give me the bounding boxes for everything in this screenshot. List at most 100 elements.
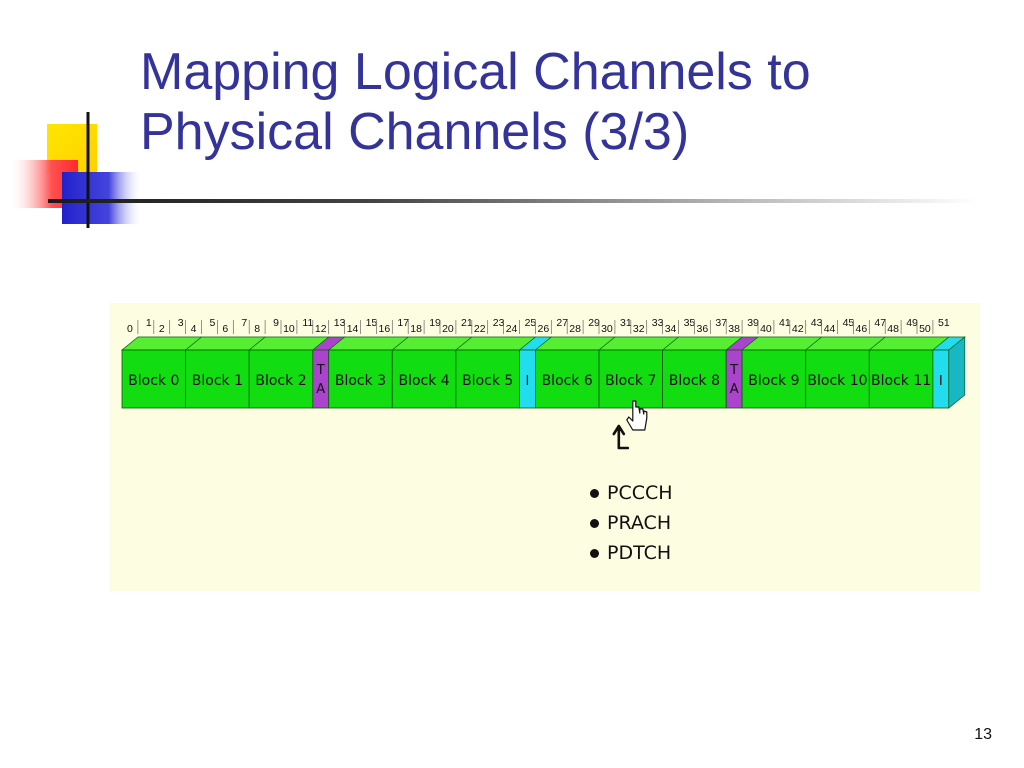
- frame-number: 24: [506, 323, 518, 335]
- frame-number: 31: [620, 317, 632, 329]
- frame-number: 1: [146, 317, 152, 329]
- block-label: Block 5: [462, 373, 513, 389]
- block-label: Block 4: [398, 373, 449, 389]
- block-label: Block 6: [542, 373, 593, 389]
- bullet-icon: [590, 548, 599, 558]
- timing-advance-frame: [312, 349, 330, 409]
- radio-block: [248, 349, 314, 409]
- frame-number: 51: [938, 317, 950, 329]
- frame-number: 43: [811, 317, 823, 329]
- bullet-icon: [590, 518, 599, 528]
- block-label: Block 8: [669, 373, 720, 389]
- frame-number: 47: [874, 317, 886, 329]
- frame-number: 33: [652, 317, 664, 329]
- ta-label: A: [730, 382, 739, 397]
- timing-advance-frame: [725, 349, 743, 409]
- corner-arrow-icon: [612, 424, 630, 450]
- frame-number: 41: [779, 317, 791, 329]
- frame-number: 37: [715, 317, 727, 329]
- frame-number: 22: [474, 323, 486, 335]
- frame-number: 13: [334, 317, 346, 329]
- frame-number: 26: [538, 323, 550, 335]
- block-label: Block 10: [807, 373, 867, 389]
- frame-number: 2: [159, 323, 165, 335]
- slide-title-line-2: Physical Channels (3/3): [140, 103, 690, 161]
- legend-label-prach: PRACH: [607, 512, 672, 534]
- frame-number: 34: [665, 323, 677, 335]
- frame-number: 19: [429, 317, 441, 329]
- hand-pointer-icon: [626, 400, 648, 431]
- frame-number: 30: [601, 323, 613, 335]
- frame-number: 27: [556, 317, 568, 329]
- frame-number: 35: [684, 317, 696, 329]
- radio-block: [868, 349, 934, 409]
- radio-block: [598, 349, 663, 409]
- block-label: Block 0: [128, 373, 179, 389]
- radio-block: [662, 349, 727, 409]
- frame-number: 5: [210, 317, 216, 329]
- bullet-icon: [590, 488, 599, 498]
- slide-number: 13: [974, 726, 992, 743]
- channel-legend: PCCCH PRACH PDTCH: [590, 478, 673, 568]
- slide-decoration: [12, 112, 140, 228]
- frame-number: 49: [906, 317, 918, 329]
- legend-item: PDTCH: [590, 538, 673, 568]
- frame-number: 9: [273, 317, 279, 329]
- block-label: Block 11: [871, 373, 931, 389]
- frame-number: 39: [747, 317, 759, 329]
- radio-block: [185, 349, 250, 409]
- frame-number: 50: [919, 323, 931, 335]
- block-label: Block 9: [748, 373, 799, 389]
- radio-block: [534, 349, 600, 409]
- frame-number: 38: [728, 323, 740, 335]
- frame-number: 7: [241, 317, 247, 329]
- idle-label: I: [526, 374, 530, 389]
- frame-number: 10: [283, 323, 295, 335]
- frame-number: 18: [410, 323, 422, 335]
- legend-label-pdtch: PDTCH: [607, 542, 672, 564]
- ta-label: T: [729, 363, 738, 378]
- block-label: Block 2: [255, 373, 306, 389]
- frame-number: 3: [178, 317, 184, 329]
- radio-block: [328, 349, 393, 409]
- deco-blue-square: [62, 172, 140, 224]
- legend-item: PRACH: [590, 508, 673, 538]
- block-label: Block 1: [192, 373, 243, 389]
- frame-number: 32: [633, 323, 645, 335]
- radio-block: [121, 349, 186, 409]
- frame-number: 15: [366, 317, 378, 329]
- legend-label-pccch: PCCCH: [607, 482, 673, 504]
- frame-number: 16: [379, 323, 391, 335]
- frame-number: 45: [843, 317, 855, 329]
- frame-number: 36: [697, 323, 709, 335]
- frame-number: 0: [127, 323, 133, 335]
- radio-block: [741, 349, 807, 409]
- frame-number: 8: [254, 323, 260, 335]
- frame-number: 12: [315, 323, 327, 335]
- ta-label: T: [316, 363, 325, 378]
- idle-label: I: [939, 374, 943, 389]
- frame-number: 46: [856, 323, 868, 335]
- frame-number: 44: [824, 323, 836, 335]
- frame-number: 21: [461, 317, 473, 329]
- frame-number: 40: [760, 323, 772, 335]
- legend-item: PCCCH: [590, 478, 673, 508]
- frame-number: 20: [442, 323, 454, 335]
- frame-number: 14: [347, 323, 359, 335]
- frame-number: 29: [588, 317, 600, 329]
- block-label: Block 7: [605, 373, 656, 389]
- ta-label: A: [316, 382, 325, 397]
- frame-number: 4: [191, 323, 197, 335]
- radio-block: [805, 349, 870, 409]
- frame-number: 11: [302, 317, 313, 329]
- frame-number: 25: [525, 317, 537, 329]
- radio-block: [391, 349, 457, 409]
- frame-number: 6: [222, 323, 228, 335]
- block-label: Block 3: [335, 373, 386, 389]
- frame-number: 23: [493, 317, 505, 329]
- frame-number: 28: [569, 323, 581, 335]
- radio-block: [455, 349, 520, 409]
- frame-number: 17: [397, 317, 409, 329]
- frame-number: 48: [887, 323, 899, 335]
